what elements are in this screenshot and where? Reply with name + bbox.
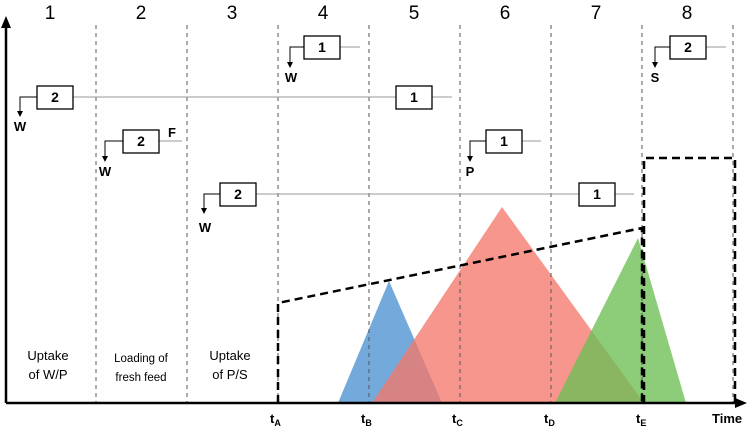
x-axis-label: Time [712, 411, 742, 426]
arrowhead-icon [287, 62, 293, 68]
outlet-label: W [14, 119, 27, 134]
y-axis-arrowhead [1, 16, 11, 28]
column-id: 2 [234, 186, 242, 202]
peak-s [555, 238, 686, 403]
step-description-line: Uptake [209, 348, 250, 363]
column-boxes [19, 35, 726, 210]
time-marker-e: tE [636, 411, 646, 428]
time-marker-c: tC [452, 411, 463, 428]
step-number-5: 5 [409, 3, 420, 24]
arrowhead-icon [102, 156, 108, 162]
column-box [395, 85, 433, 110]
step-number-3: 3 [227, 3, 238, 24]
feed-profile [276, 156, 737, 403]
time-markers: tA tB tC tD tE Time [270, 411, 742, 428]
time-marker-b: tB [361, 411, 372, 428]
step-number-1: 1 [45, 3, 56, 24]
column-ids: 2 1 2 2 1 1 1 2 [51, 39, 692, 202]
step-number-8: 8 [682, 3, 693, 24]
step-description-line: of P/S [212, 367, 248, 382]
column-id: 2 [51, 89, 59, 105]
time-marker-d: tD [544, 411, 555, 428]
x-axis-arrowhead [735, 398, 747, 408]
port-labels: W W F W W P S [14, 70, 660, 235]
step-description-line: fresh feed [115, 372, 166, 384]
column-id: 1 [318, 39, 326, 55]
axes [1, 16, 747, 408]
step-description-line: of W/P [28, 367, 67, 382]
step-number-2: 2 [136, 3, 147, 24]
outlet-arrow [469, 140, 486, 158]
outlet-arrowheads [17, 62, 658, 214]
step-number-4: 4 [318, 3, 329, 24]
peak-p [372, 207, 644, 403]
arrowhead-icon [652, 62, 658, 68]
outlet-label: S [651, 70, 660, 85]
column-id: 2 [137, 133, 145, 149]
column-box [578, 182, 616, 207]
outlet-arrow [654, 46, 670, 64]
step-description-line: Loading of [114, 353, 169, 365]
step-description-line: Uptake [27, 348, 68, 363]
step-number-6: 6 [500, 3, 511, 24]
outlet-label: W [99, 164, 112, 179]
arrowhead-icon [17, 111, 23, 117]
feed-ramp-line [276, 226, 644, 403]
column-id: 1 [593, 186, 601, 202]
arrowhead-icon [201, 208, 207, 214]
outlet-label: W [199, 220, 212, 235]
step-dividers [95, 25, 734, 403]
outlet-label: P [466, 164, 475, 179]
outlet-arrow [104, 140, 123, 158]
outlet-arrow [289, 46, 304, 64]
inlet-label: F [168, 125, 176, 140]
step-number-7: 7 [591, 3, 602, 24]
step-descriptions: Uptake of W/P Loading of fresh feed Upta… [27, 348, 250, 384]
outlet-arrow [19, 96, 37, 113]
column-id: 2 [684, 39, 692, 55]
feed-plateau-line [642, 156, 737, 403]
step-numbers: 1 2 3 4 5 6 7 8 [45, 3, 693, 24]
peaks-layer [338, 207, 686, 403]
outlet-arrow [203, 193, 220, 210]
time-marker-a: tA [270, 411, 281, 428]
outlet-label: W [285, 70, 298, 85]
column-id: 1 [410, 89, 418, 105]
arrowhead-icon [467, 156, 473, 162]
column-id: 1 [500, 133, 508, 149]
